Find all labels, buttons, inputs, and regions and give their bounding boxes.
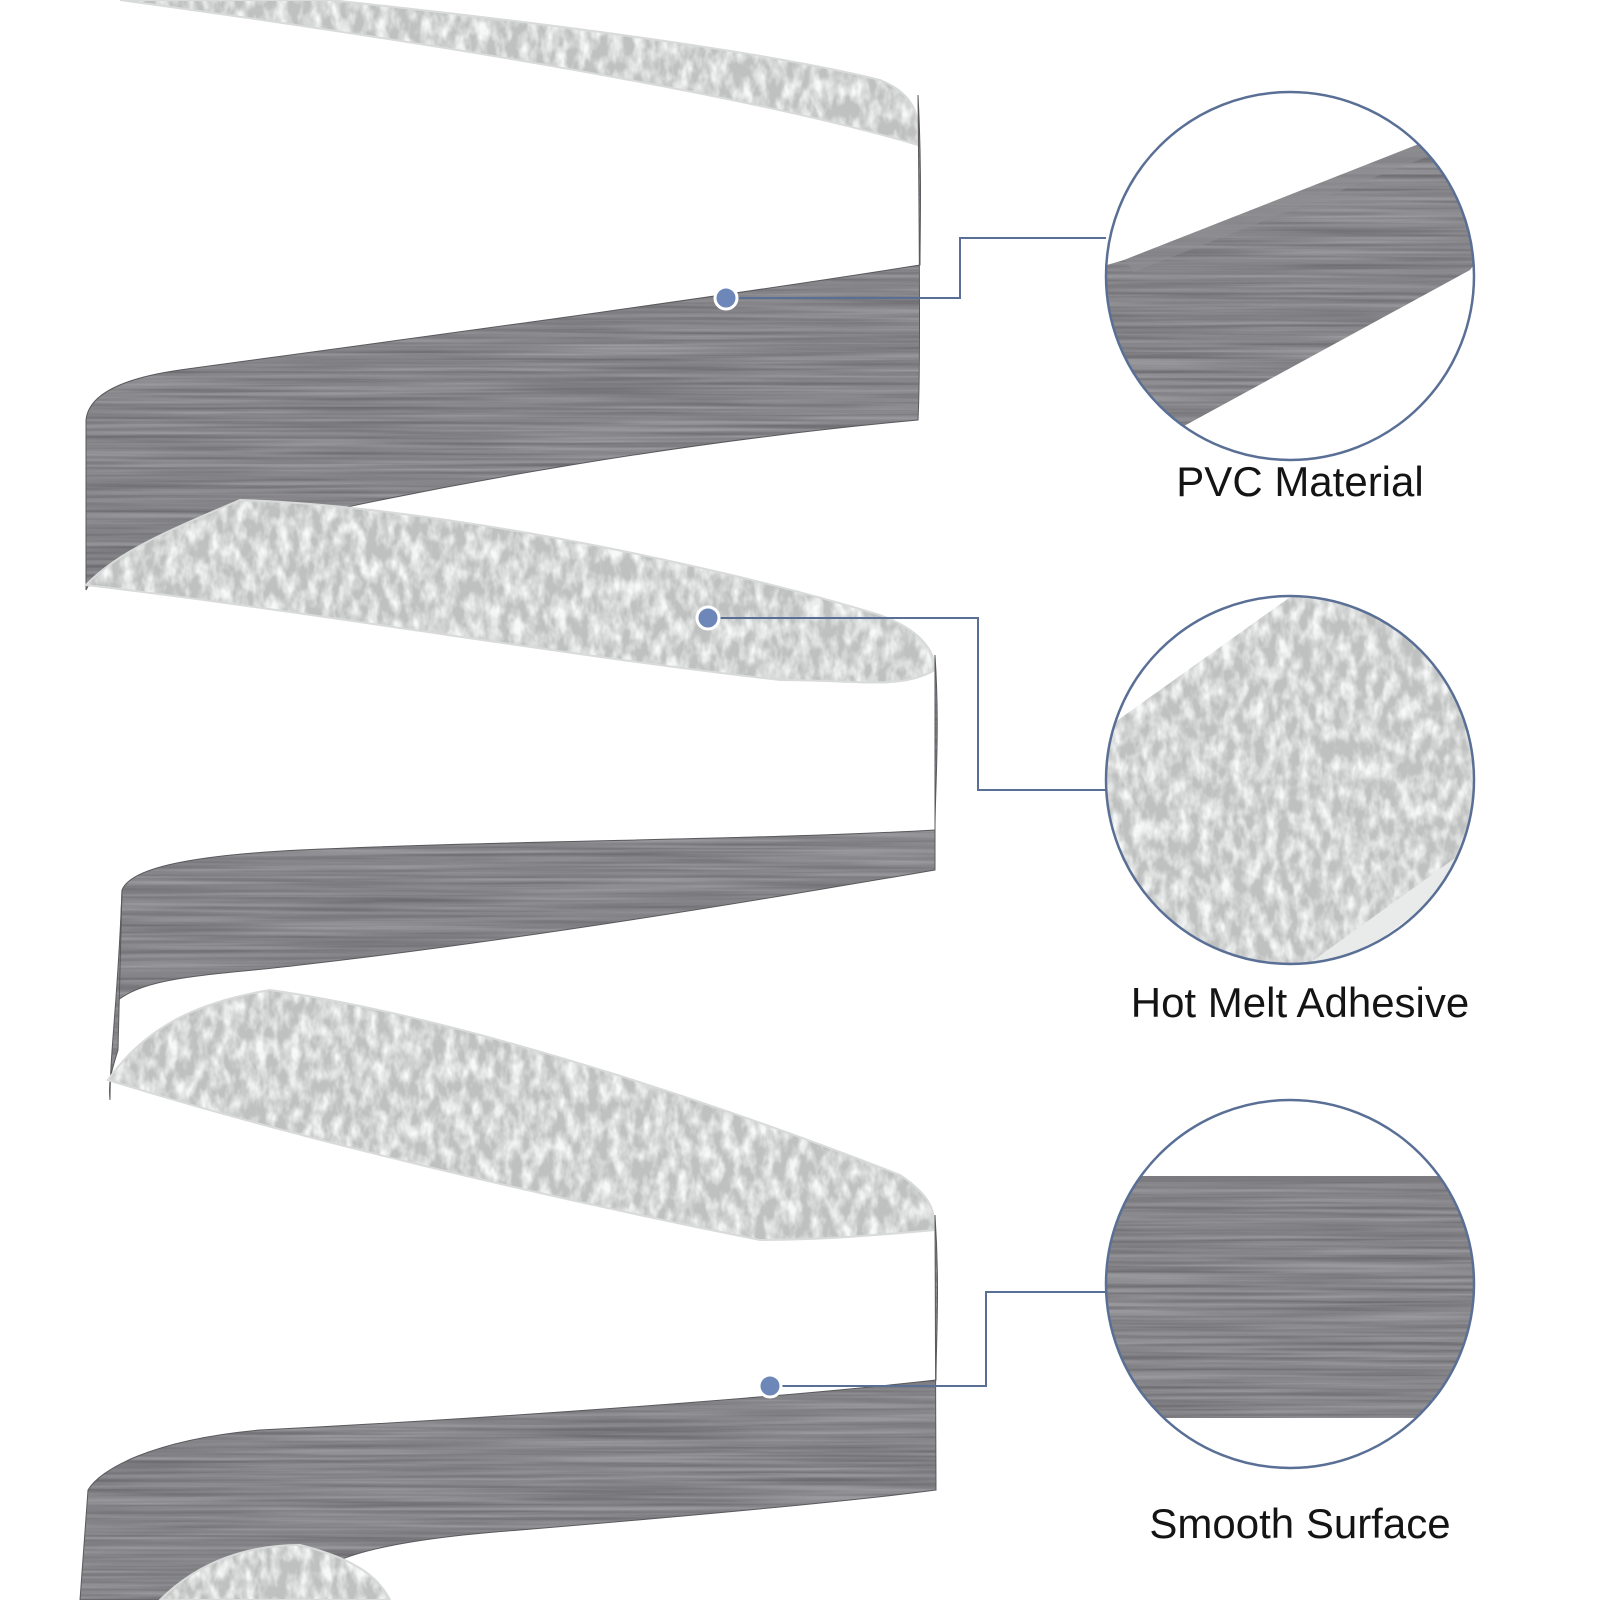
feature-label-smooth: Smooth Surface — [1149, 1500, 1451, 1547]
callout-dots — [695, 285, 783, 1399]
callout-line-smooth — [770, 1291, 1106, 1387]
detail-circle-smooth — [1104, 1098, 1476, 1470]
callout-lines — [708, 237, 1106, 1387]
tape-adhesive-segment-3 — [106, 988, 937, 1242]
callout-dot-pvc — [713, 285, 739, 311]
feature-label-pvc: PVC Material — [1176, 458, 1424, 505]
pvc-strip-sample — [1106, 120, 1474, 450]
tape-adhesive-segment-2 — [83, 498, 937, 684]
tape-wood-segment-2 — [117, 654, 938, 1002]
adhesive-sample — [1106, 596, 1474, 964]
smooth-surface-sample — [1106, 1180, 1474, 1418]
tape-adhesive-segment-4 — [158, 1543, 392, 1600]
callout-line-adhesive — [708, 617, 1106, 791]
callout-line-pvc — [726, 237, 1106, 299]
tape-spiral — [79, 0, 939, 1600]
callout-dot-adhesive — [695, 605, 721, 631]
detail-circle-adhesive — [1104, 594, 1476, 966]
tape-adhesive-segment-1 — [119, 0, 920, 147]
detail-circle-pvc — [1104, 90, 1476, 462]
callout-dot-smooth — [757, 1373, 783, 1399]
tape-wood-segment-3 — [79, 1214, 939, 1600]
feature-label-adhesive: Hot Melt Adhesive — [1130, 979, 1470, 1026]
